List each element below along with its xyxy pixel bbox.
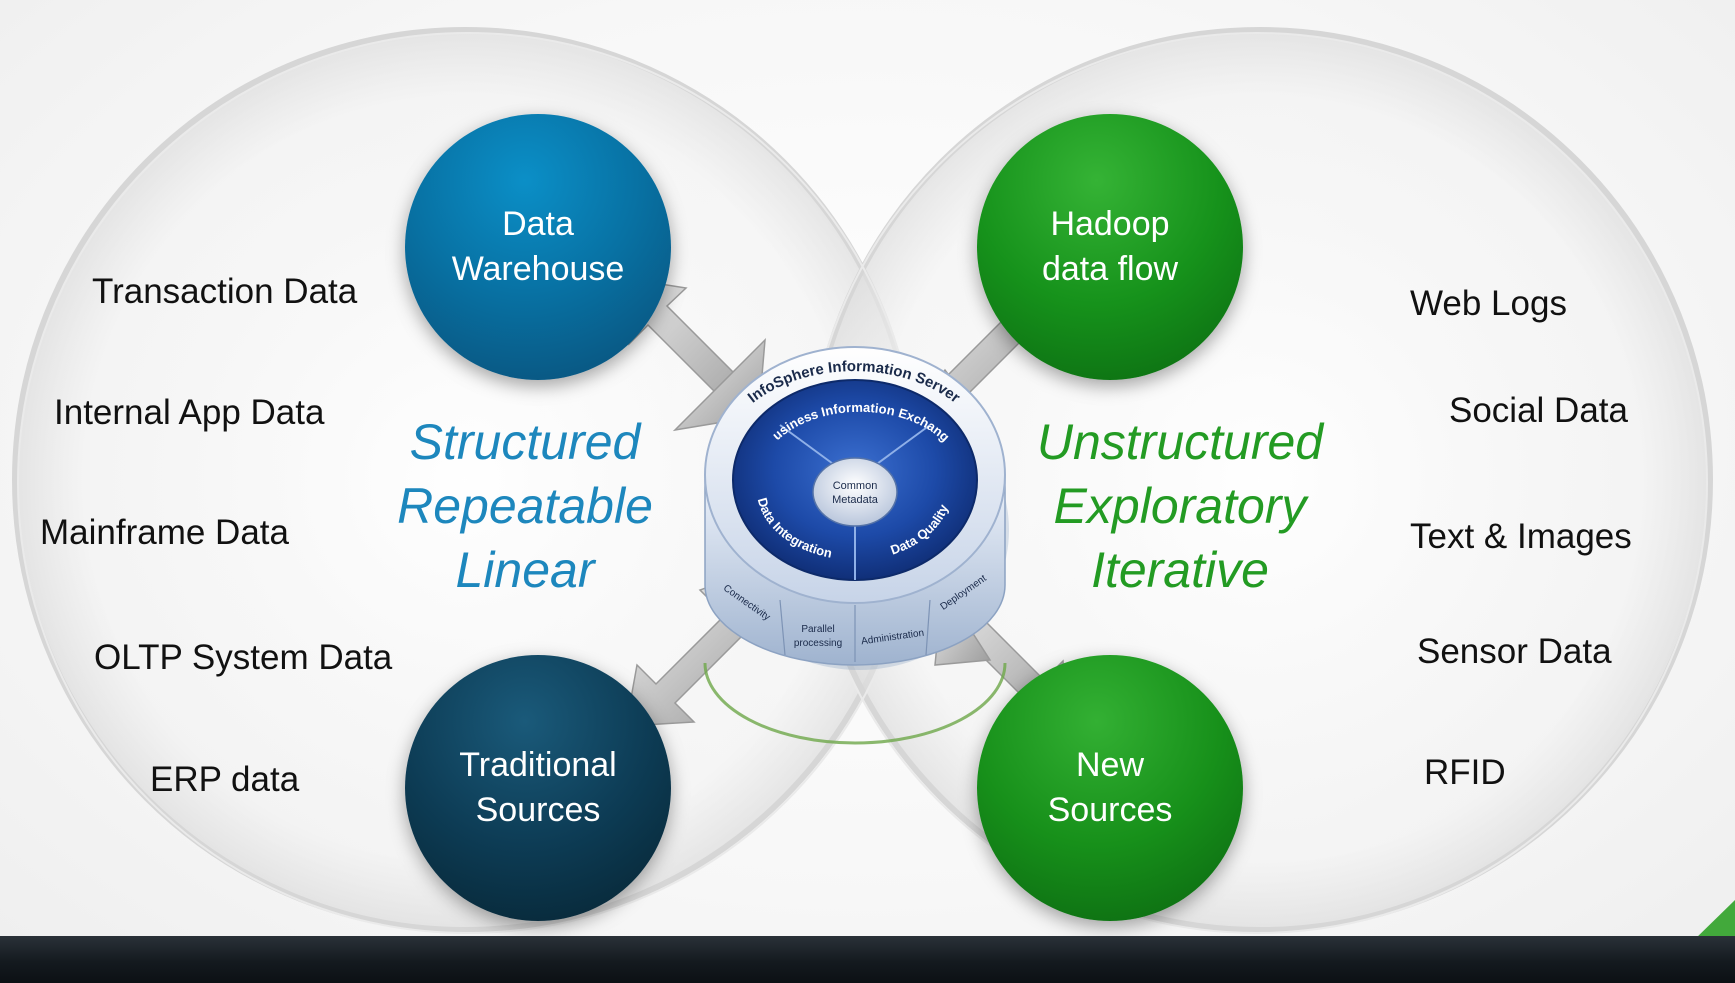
- hadoop-line2: data flow: [1041, 250, 1179, 288]
- source-rfid: RFID: [1424, 753, 1506, 792]
- source-web-logs: Web Logs: [1410, 284, 1567, 323]
- unstructured-traits: Unstructured Exploratory Iterative: [1010, 410, 1350, 602]
- hub-band-parallel-line1: Parallel: [801, 624, 834, 635]
- source-sensor-data: Sensor Data: [1417, 632, 1612, 671]
- new-sources-node: New Sources: [977, 655, 1243, 921]
- trait-iterative: Iterative: [1091, 542, 1269, 598]
- trait-unstructured: Unstructured: [1036, 414, 1324, 470]
- traditional-sources-line2: Sources: [475, 791, 601, 829]
- source-erp-data: ERP data: [150, 760, 300, 799]
- data-warehouse-line1: Data: [502, 205, 574, 243]
- new-sources-line1: New: [1075, 746, 1145, 784]
- footer-bar: [0, 936, 1735, 983]
- structured-traits: Structured Repeatable Linear: [365, 410, 685, 602]
- data-warehouse-node: Data Warehouse: [405, 114, 671, 380]
- hub-center-line1: Common: [833, 480, 878, 492]
- traditional-sources-node: Traditional Sources: [405, 655, 671, 921]
- source-mainframe-data: Mainframe Data: [40, 513, 289, 552]
- hub-band-parallel-line2: processing: [794, 638, 842, 649]
- trait-linear: Linear: [455, 542, 595, 598]
- source-social-data: Social Data: [1449, 391, 1628, 430]
- trait-exploratory: Exploratory: [1053, 478, 1307, 534]
- hub-center-line2: Metadata: [832, 494, 879, 506]
- source-internal-app-data: Internal App Data: [54, 393, 325, 432]
- source-text-images: Text & Images: [1410, 517, 1632, 556]
- traditional-sources-line1: Traditional: [459, 746, 617, 784]
- data-warehouse-line2: Warehouse: [451, 250, 625, 288]
- trait-structured: Structured: [409, 414, 641, 470]
- hadoop-node: Hadoop data flow: [977, 114, 1243, 380]
- source-transaction-data: Transaction Data: [92, 272, 358, 311]
- source-oltp-system-data: OLTP System Data: [94, 638, 393, 677]
- new-sources-line2: Sources: [1047, 791, 1173, 829]
- hadoop-line1: Hadoop: [1050, 205, 1170, 243]
- trait-repeatable: Repeatable: [397, 478, 653, 534]
